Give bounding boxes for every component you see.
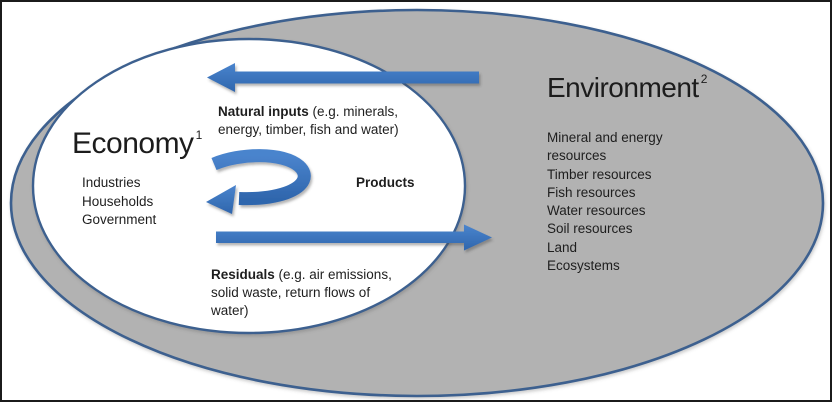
environment-title-text: Environment (547, 72, 699, 103)
natural-inputs-label-rest: (e.g. minerals, energy, timber, fish and… (218, 104, 399, 137)
products-loop-band (211, 149, 311, 206)
residuals-arrow (216, 224, 492, 251)
economy-footnote-marker: 1 (195, 128, 203, 142)
environment-resource: Timber resources (547, 166, 652, 182)
economy-member: Households (82, 193, 154, 209)
economy-ellipse (31, 37, 467, 335)
natural-inputs-label-bold: Natural inputs (218, 104, 309, 119)
products-label: Products (356, 175, 415, 190)
environment-resource: Soil resources (547, 221, 633, 237)
natural-inputs-label: Natural inputs (e.g. minerals, energy, t… (218, 103, 416, 139)
residuals-label: Residuals (e.g. air emissions, solid was… (211, 266, 410, 319)
residuals-label-bold: Residuals (211, 267, 275, 282)
environment-resource: Ecosystems (547, 258, 620, 274)
products-loop-arrowhead (206, 185, 236, 214)
economy-title-text: Economy (72, 127, 194, 160)
environment-resource: Mineral and energy resources (547, 130, 663, 164)
economy-member: Industries (82, 175, 141, 190)
environment-footnote-marker: 2 (700, 72, 708, 86)
residuals-label-rest: (e.g. air emissions, solid waste, return… (211, 267, 392, 318)
economy-member: Government (82, 212, 157, 227)
environment-resources-list: Mineral and energy resources Timber reso… (547, 129, 689, 275)
products-loop-arrow (206, 149, 311, 214)
natural-inputs-arrow (207, 63, 479, 92)
environment-resource: Water resources (547, 203, 646, 219)
environment-resource: Land (547, 239, 578, 255)
environment-resource: Fish resources (547, 184, 636, 200)
economy-members-list: Industries Households Government (82, 174, 156, 230)
